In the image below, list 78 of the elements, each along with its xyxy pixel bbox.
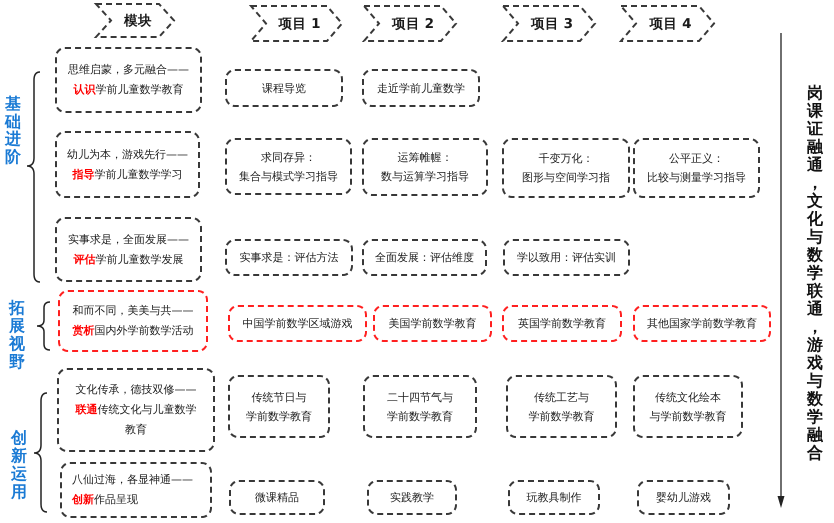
topic-text: 课程导览 [262, 80, 306, 96]
header-text: 项目 1 [277, 14, 321, 32]
module-text: 指导学前儿童数学学习 [72, 166, 182, 182]
topic-text: 运筹帷幄： [398, 150, 452, 166]
module-box [55, 47, 202, 113]
topic-box [633, 375, 743, 438]
topic-text: 实践教学 [390, 490, 434, 506]
module-text: 思维启蒙，多元融合—— [68, 62, 189, 78]
topic-text: 传统节日与学前数学教育 [246, 390, 312, 424]
topic-box [229, 480, 325, 515]
topic-box [637, 480, 730, 515]
topic-text: 传统工艺与学前数学教育 [528, 390, 594, 424]
topic-box [503, 239, 630, 276]
chevron-tab [250, 5, 343, 42]
topic-text: 微课精品 [255, 490, 299, 506]
chevron-tab [620, 5, 715, 42]
topic-text: 婴幼儿游戏 [656, 490, 711, 506]
module-text: 八仙过海，各显神通—— [72, 472, 193, 488]
header-text: 项目 3 [530, 14, 574, 32]
topic-text: 英国学前数学教育 [518, 316, 606, 332]
header-text: 项目 2 [390, 14, 434, 32]
topic-text: 其他国家学前数学教育 [647, 316, 757, 332]
topic-box [508, 480, 600, 515]
topic-box [228, 375, 330, 438]
topic-box [633, 305, 771, 342]
module-box [57, 368, 215, 452]
topic-text: 求同存异： [261, 150, 316, 166]
topic-text: 中国学前数学区域游戏 [242, 316, 352, 332]
module-text: 和而不同，美美与共—— [72, 303, 194, 319]
topic-box [506, 375, 617, 438]
topic-box [502, 138, 630, 198]
chevron-tab [502, 5, 596, 42]
topic-text: 公平正义： [669, 151, 724, 167]
module-text: 赏析国内外学前数学活动 [72, 323, 194, 339]
topic-box [363, 375, 477, 438]
chevron-tab [95, 3, 175, 38]
topic-text: 图形与空间学习指 [522, 170, 610, 186]
module-box [55, 217, 202, 282]
topic-text: 玩教具制作 [526, 490, 582, 506]
header-text: 项目 4 [648, 14, 692, 32]
topic-text: 数与运算学习指导 [381, 169, 469, 185]
module-text: 创新作品呈现 [72, 492, 138, 508]
header-text: 模块 [122, 12, 152, 30]
topic-box [225, 138, 352, 195]
section-label: 创新运用 [10, 429, 28, 501]
topic-text: 传统文化绘本与学前数学教育 [650, 390, 726, 424]
topic-box [633, 138, 760, 198]
topic-text: 集合与模式学习指导 [239, 168, 338, 184]
topic-box [362, 69, 480, 107]
module-text: 文化传承，德技双修—— [76, 382, 196, 398]
topic-box [225, 69, 343, 107]
topic-box [373, 305, 492, 342]
topic-text: 走近学前儿童数学 [377, 80, 465, 96]
topic-text: 美国学前数学教育 [388, 316, 476, 332]
chevron-tab [363, 5, 457, 42]
topic-text: 千变万化： [538, 151, 594, 167]
module-box [55, 131, 200, 198]
topic-text: 比较与测量学习指导 [647, 170, 746, 186]
module-text: 联通传统文化与儿童数学教育 [74, 402, 198, 438]
topic-box [228, 305, 367, 342]
module-box [58, 290, 208, 352]
side-caption: 岗课证融通，文化与数学联通，游戏与数学融合 [806, 84, 824, 462]
section-label: 基础进阶 [4, 95, 22, 165]
module-text: 评估学前儿童数学发展 [74, 252, 184, 268]
topic-box [367, 480, 457, 515]
module-text: 幼儿为本，游戏先行—— [67, 146, 188, 162]
topic-box [225, 239, 353, 276]
topic-text: 学以致用：评估实训 [517, 250, 616, 266]
topic-text: 实事求是：评估方法 [240, 250, 338, 266]
topic-text: 全面发展：评估维度 [375, 250, 474, 266]
topic-box [502, 305, 622, 342]
topic-box [362, 239, 487, 276]
module-text: 认识学前儿童数学教育 [74, 82, 184, 98]
topic-text: 二十四节气与学前数学教育 [387, 390, 453, 424]
topic-box [362, 138, 488, 196]
section-label: 拓展视野 [8, 299, 26, 371]
module-box [60, 462, 212, 518]
module-text: 实事求是，全面发展—— [68, 232, 189, 248]
